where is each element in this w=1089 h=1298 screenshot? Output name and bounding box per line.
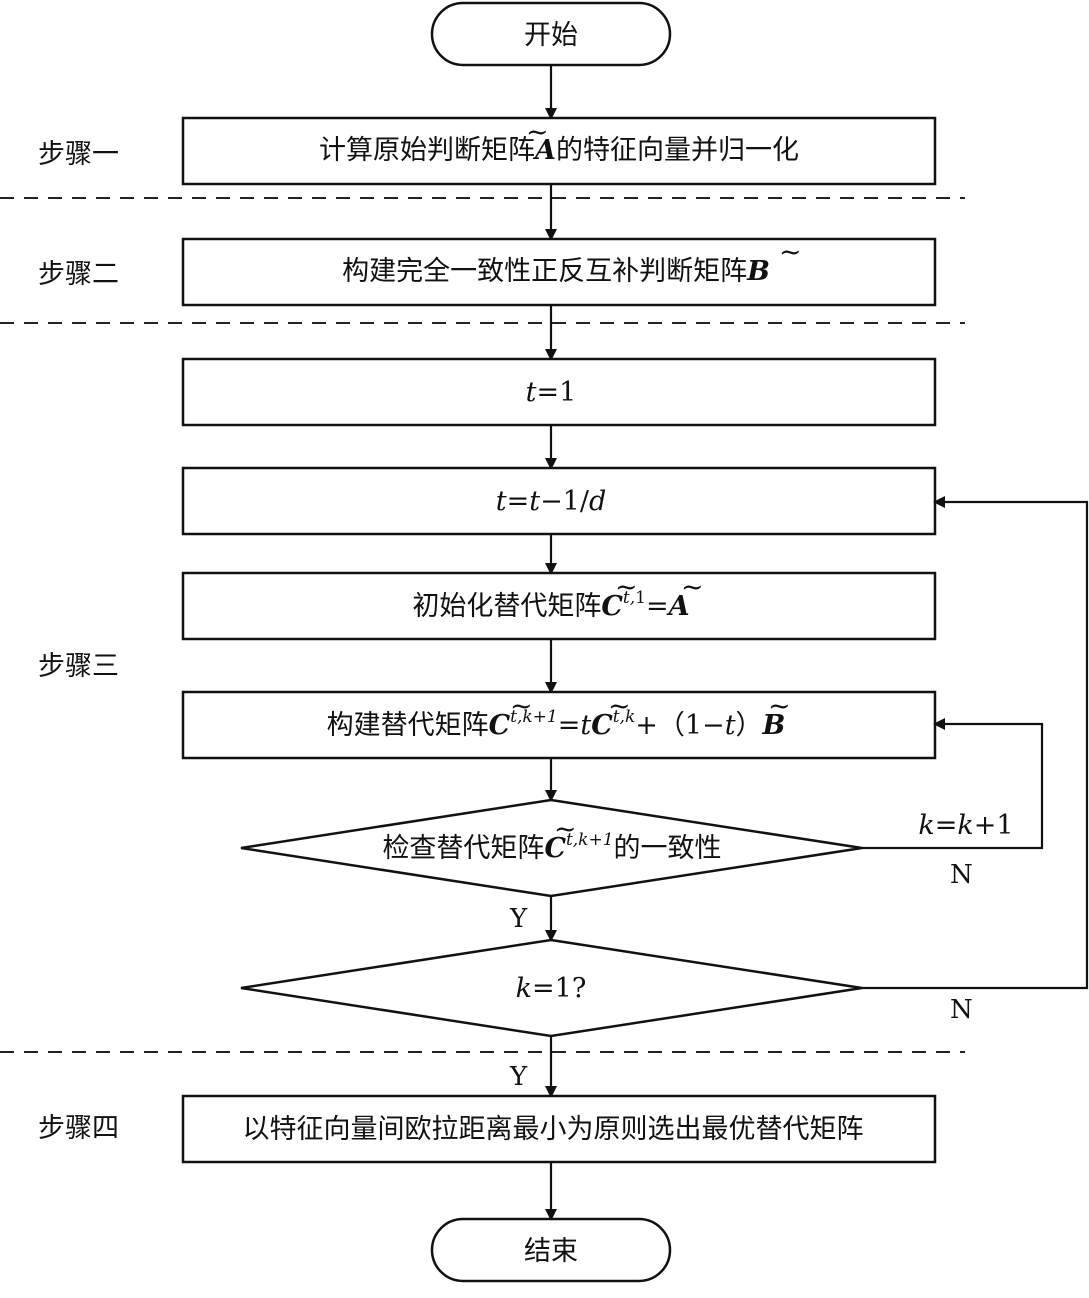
- step1-text-head: 计算原始判断矩阵: [319, 135, 535, 166]
- t-update-rest: −1/: [540, 486, 590, 517]
- build-matrix-box: [181, 690, 937, 760]
- t-update-box: [181, 466, 937, 536]
- k-update-eq: =: [935, 810, 958, 841]
- build-eq: =: [558, 710, 581, 741]
- step2-matrix-B: B: [746, 256, 770, 287]
- t-init-box: [181, 357, 937, 427]
- loop-k-to-t-update: [862, 496, 1089, 990]
- build-tilde-B: ~: [768, 691, 791, 722]
- step2-text: 构建完全一致性正反互补判断矩阵B: [342, 256, 770, 287]
- check-text-tail: 的一致性: [614, 833, 722, 864]
- build-tilde-C2: ~: [608, 691, 631, 722]
- end-label: 结束: [524, 1236, 578, 1267]
- step-label-one: 步骤一: [38, 139, 119, 170]
- t-update-var-1: t: [496, 486, 507, 517]
- t-update-var-2: t: [529, 486, 540, 517]
- init-eq: =: [646, 591, 669, 622]
- start-label: 开始: [524, 20, 578, 51]
- build-matrix-B: B: [762, 710, 786, 741]
- step1-box: [181, 116, 937, 186]
- build-plus: +（1−: [635, 710, 724, 741]
- step2-tilde: ~: [779, 237, 802, 268]
- yes-label-1: Y: [509, 904, 528, 934]
- check-consistency-text: 检查替代矩阵Ct,k+1的一致性: [382, 830, 721, 864]
- build-t2: t: [725, 710, 736, 741]
- init-text-head: 初始化替代矩阵: [412, 591, 601, 622]
- build-matrix-text: 构建替代矩阵Ct,k+1=tCt,k+（1−t）B: [327, 707, 786, 741]
- loop-check-to-build: [862, 718, 1044, 850]
- step-label-three: 步骤三: [38, 651, 119, 682]
- step1-text-tail: 的特征向量并归一化: [556, 135, 799, 166]
- build-matrix-C2: C: [591, 710, 613, 741]
- k-update-rest: +1: [974, 810, 1014, 841]
- step4-box: [181, 1094, 937, 1164]
- step1-text: 计算原始判断矩阵A的特征向量并归一化: [319, 135, 799, 166]
- init-matrix-C: C: [601, 591, 623, 622]
- step1-matrix-A: A: [532, 135, 556, 166]
- build-matrix-C: C: [489, 710, 511, 741]
- build-text-head: 构建替代矩阵: [327, 710, 489, 741]
- init-matrix-A: A: [666, 591, 690, 622]
- k-equals-one-text: k=1?: [516, 973, 587, 1004]
- k-var: k: [516, 973, 532, 1004]
- init-tilde-C: ~: [615, 572, 638, 603]
- t-update-text: t=t−1/d: [496, 486, 607, 517]
- init-tilde-A: ~: [681, 572, 704, 603]
- step1-tilde: ~: [526, 117, 549, 148]
- t-init-var: t: [526, 377, 537, 408]
- build-superscript: t,k+1: [510, 707, 558, 727]
- no-label-2: N: [950, 995, 973, 1025]
- init-matrix-box: [181, 571, 937, 641]
- check-superscript: t,k+1: [566, 830, 614, 850]
- t-update-eq: =: [507, 486, 530, 517]
- yes-label-2: Y: [509, 1062, 528, 1092]
- build-close: ）: [736, 710, 763, 741]
- step4-text: 以特征向量间欧拉距离最小为原则选出最优替代矩阵: [243, 1114, 864, 1145]
- k-rest: =1?: [532, 973, 586, 1004]
- init-superscript: t,: [623, 588, 635, 608]
- init-matrix-text: 初始化替代矩阵Ct,1=A: [412, 588, 689, 622]
- check-tilde-C: ~: [554, 814, 577, 845]
- no-label-1: N: [950, 860, 973, 890]
- k-update-var-1: k: [918, 810, 934, 841]
- build-t: t: [580, 710, 591, 741]
- t-init-text: t=1: [526, 377, 577, 408]
- end-terminal: [430, 1217, 672, 1283]
- check-matrix-C: C: [544, 833, 566, 864]
- t-update-var-d: d: [589, 486, 606, 517]
- t-init-rest: =1: [537, 377, 577, 408]
- check-text-head: 检查替代矩阵: [382, 833, 544, 864]
- build-superscript-2: t,k: [613, 707, 636, 727]
- k-update-var-2: k: [957, 810, 973, 841]
- step-label-two: 步骤二: [38, 259, 119, 290]
- step-label-four: 步骤四: [38, 1113, 119, 1144]
- init-superscript-one: 1: [635, 588, 646, 608]
- build-tilde-C: ~: [510, 691, 533, 722]
- step2-text-head: 构建完全一致性正反互补判断矩阵: [342, 256, 747, 287]
- step2-box: [181, 237, 937, 307]
- k-update-label: k=k+1: [918, 810, 1013, 841]
